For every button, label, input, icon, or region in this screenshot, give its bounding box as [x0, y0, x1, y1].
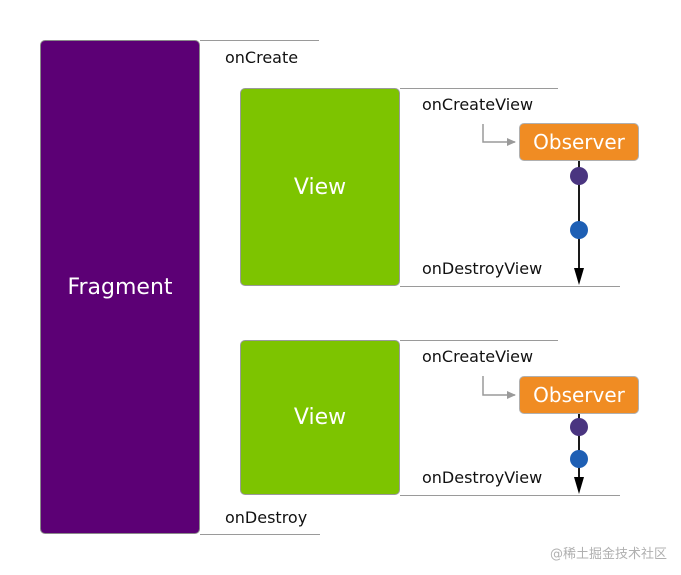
observer-label-2: Observer — [533, 383, 625, 407]
on-create-view-line-1 — [400, 88, 558, 89]
lifeline-arrowhead-1 — [574, 268, 584, 285]
lifeline-arrowhead-2 — [574, 477, 584, 494]
watermark: @稀土掘金技术社区 — [549, 547, 667, 562]
view-label-1: View — [293, 174, 347, 200]
on-destroy-view-label-2: onDestroyView — [422, 468, 543, 487]
view-box-2: View — [240, 340, 400, 495]
on-create-line — [200, 40, 319, 41]
observer-box-1: Observer — [519, 123, 639, 161]
view-label-2: View — [293, 405, 347, 430]
on-create-view-label-1: onCreateView — [422, 95, 534, 114]
on-create-label: onCreate — [225, 48, 299, 67]
on-destroy-view-line-1 — [400, 286, 620, 287]
fragment-box: Fragment — [40, 40, 200, 534]
state-dot-blue-1 — [570, 221, 588, 239]
state-dot-dark-1 — [570, 167, 588, 185]
on-create-view-label-2: onCreateView — [422, 347, 534, 366]
observer-label-1: Observer — [533, 130, 625, 154]
on-create-view-line-2 — [400, 340, 558, 341]
state-dot-dark-2 — [570, 418, 588, 436]
observer-connector-2 — [482, 376, 516, 399]
on-destroy-line — [200, 534, 320, 535]
fragment-label: Fragment — [67, 274, 173, 300]
state-dot-blue-2 — [570, 450, 588, 468]
observer-connector-1 — [482, 124, 516, 146]
view-box-1: View — [240, 88, 400, 286]
observer-box-2: Observer — [519, 376, 639, 414]
on-destroy-view-label-1: onDestroyView — [422, 259, 543, 278]
on-destroy-label: onDestroy — [225, 508, 308, 527]
on-destroy-view-line-2 — [400, 495, 620, 496]
